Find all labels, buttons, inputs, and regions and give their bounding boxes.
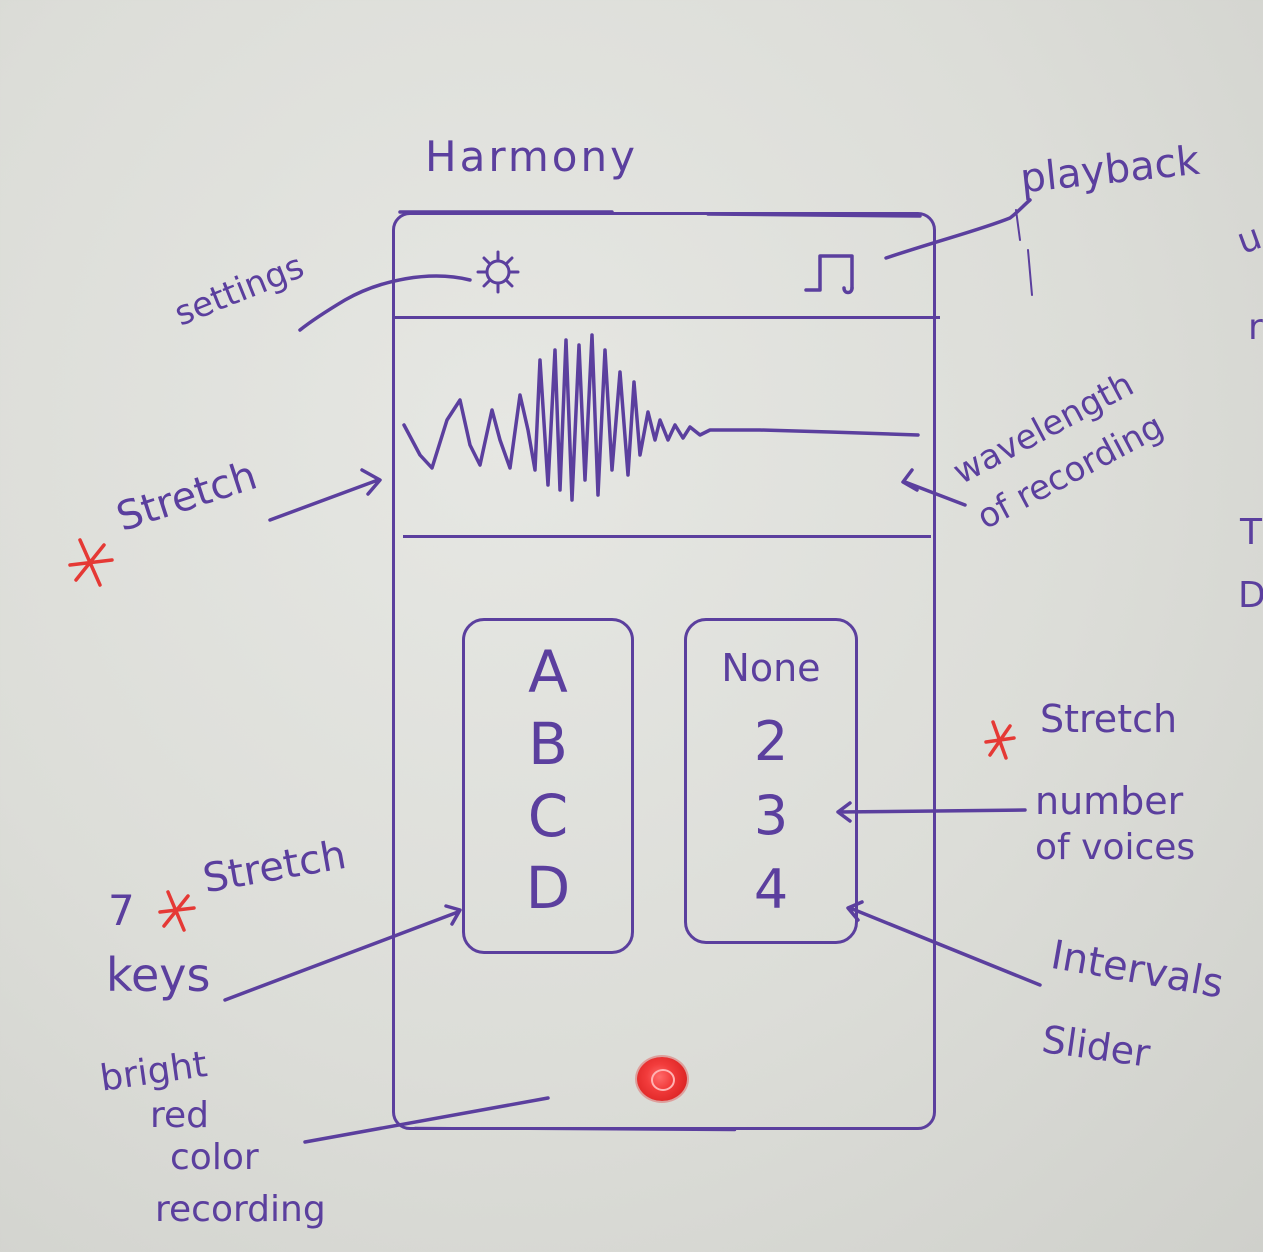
playback-tick: [1015, 209, 1033, 296]
voices-option-3[interactable]: 3: [753, 784, 789, 847]
voices-arrow: [836, 801, 1027, 823]
waveform-icon: [402, 333, 920, 502]
record-annotation-line2: red: [150, 1095, 210, 1136]
keys-count-annotation: 7: [108, 886, 135, 935]
voices-annotation-line2: of voices: [1035, 827, 1196, 868]
phone-frame: [392, 212, 940, 1130]
playback-arrow: [884, 198, 1032, 260]
settings-gear-icon: [476, 250, 520, 294]
voices-annotation-line1: number: [1035, 779, 1184, 823]
record-annotation-line4: recording: [155, 1189, 326, 1230]
stretch-arrow-waveform: [268, 468, 382, 522]
playback-icon: [804, 254, 854, 295]
key-picker[interactable]: A B C D: [462, 618, 634, 954]
edge-letter-4: D: [1238, 575, 1263, 616]
key-option-a[interactable]: A: [528, 638, 568, 706]
settings-button[interactable]: [470, 246, 526, 298]
red-star-voices: [984, 720, 1016, 760]
record-dot-icon: [651, 1069, 675, 1091]
red-star-keys: [158, 890, 196, 932]
keys-annotation: keys: [106, 948, 211, 1002]
keys-arrow: [223, 904, 462, 1002]
key-option-c[interactable]: C: [527, 782, 569, 850]
key-option-b[interactable]: B: [528, 710, 568, 778]
voices-option-4[interactable]: 4: [753, 858, 789, 921]
settings-arrow: [298, 274, 472, 332]
edge-letter-2: r: [1248, 307, 1263, 348]
record-arrow: [303, 1096, 550, 1144]
waveform-divider: [403, 535, 931, 538]
voices-option-none[interactable]: None: [721, 646, 821, 690]
key-option-d[interactable]: D: [525, 854, 571, 922]
stretch-annotation-voices: Stretch: [1040, 697, 1178, 741]
playback-button[interactable]: [800, 248, 864, 298]
voices-picker[interactable]: None 2 3 4: [684, 618, 858, 944]
record-button[interactable]: [637, 1057, 687, 1101]
app-title: Harmony: [425, 132, 638, 181]
top-bar-divider: [395, 316, 940, 319]
waveform-display[interactable]: [400, 330, 930, 525]
record-annotation-line3: color: [170, 1137, 259, 1178]
red-star-waveform: [68, 538, 114, 587]
voices-option-2[interactable]: 2: [753, 710, 789, 773]
edge-letter-3: T: [1240, 512, 1262, 553]
